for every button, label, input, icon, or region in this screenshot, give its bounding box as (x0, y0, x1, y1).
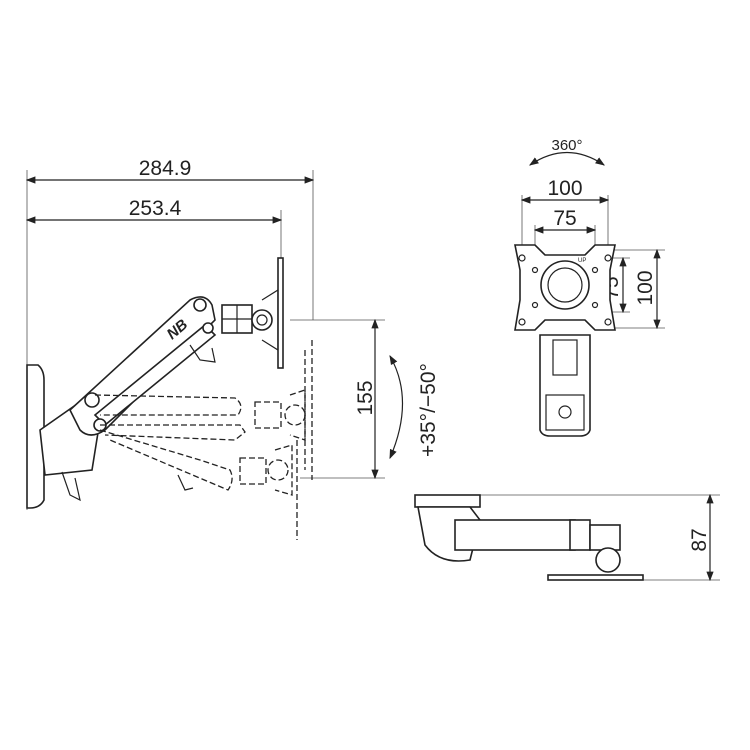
upper-arm (69, 296, 216, 436)
rotation-label: 360° (551, 137, 582, 154)
tilt-knob-top (595, 547, 621, 573)
vesa-outer-width-label: 100 (547, 177, 582, 200)
dim-reach-label: 253.4 (129, 197, 182, 220)
tilt-arc (389, 354, 403, 460)
dim-total-width-label: 284.9 (139, 157, 192, 180)
arm-front (539, 334, 591, 437)
wall-plate-top (414, 494, 481, 508)
vesa-plate-top (547, 574, 644, 581)
arm-top (454, 519, 576, 551)
arm-alt-positions (94, 340, 313, 540)
top-view: 87 (414, 493, 720, 582)
up-label: UP (578, 258, 586, 264)
vesa-plate-side (277, 257, 284, 369)
dim-height-range-label: 155 (354, 380, 377, 415)
vesa-outer-height-label: 100 (634, 270, 657, 305)
wall-plate (26, 364, 45, 509)
tilt-range-label: +35°/−50° (417, 363, 440, 457)
front-view: 360° 100 75 75 100 UP (514, 137, 665, 437)
depth-label: 87 (688, 528, 711, 551)
vesa-inner-width-label: 75 (553, 207, 576, 230)
rotation-arc (529, 151, 605, 166)
side-view: 284.9 253.4 155 +35°/−50° NB (25, 157, 440, 540)
